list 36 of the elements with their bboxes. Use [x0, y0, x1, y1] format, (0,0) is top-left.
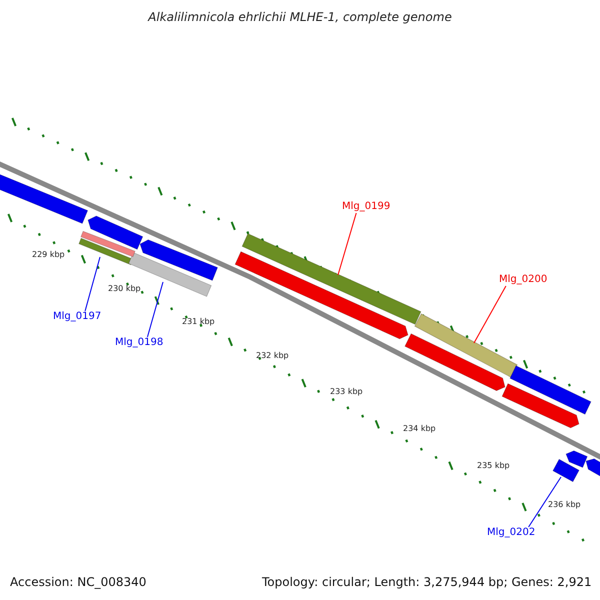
- leader-line: [146, 282, 164, 338]
- gene-label: Mlg_0202: [487, 527, 536, 539]
- gene-bar: [242, 233, 422, 325]
- leader-line: [338, 212, 357, 276]
- scale-label: 233 kbp: [330, 387, 363, 397]
- leader-line: [474, 286, 506, 344]
- gene-label: Mlg_0198: [115, 337, 164, 349]
- accession-text: Accession: NC_008340: [10, 575, 146, 590]
- gene-bar: [414, 313, 518, 378]
- gene-segment: [234, 251, 408, 340]
- gene-bar: [80, 230, 136, 258]
- gene-bar: [552, 458, 580, 482]
- scale-label: 230 kbp: [108, 284, 141, 294]
- scale-label: 236 kbp: [548, 500, 581, 510]
- gene-bar: [510, 365, 592, 415]
- scale-label: 232 kbp: [256, 351, 289, 361]
- scale-label: 231 kbp: [182, 317, 215, 327]
- scale-label: 229 kbp: [32, 250, 65, 260]
- gene-segment: [140, 239, 218, 281]
- gene-label: Mlg_0197: [53, 311, 102, 323]
- summary-text: Topology: circular; Length: 3,275,944 bp; Genes: 2,921: [262, 575, 592, 590]
- gene-bar: [78, 238, 134, 266]
- gene-segment: [0, 173, 88, 224]
- gene-segment: [404, 333, 506, 392]
- scale-label: 234 kbp: [403, 424, 436, 434]
- leader-line: [528, 476, 562, 528]
- gene-bar: [128, 252, 212, 297]
- gene-label: Mlg_0199: [342, 201, 390, 213]
- gene-segment: [566, 450, 588, 468]
- leader-line: [84, 256, 100, 312]
- gene-segment: [502, 383, 580, 428]
- gene-label: Mlg_0200: [499, 274, 548, 286]
- map-title: Alkalilimnicola ehrlichii MLHE-1, complete genome: [146, 10, 453, 24]
- scale-label: 235 kbp: [477, 461, 510, 471]
- gene-segment: [586, 458, 600, 478]
- gene-segment: [88, 216, 144, 250]
